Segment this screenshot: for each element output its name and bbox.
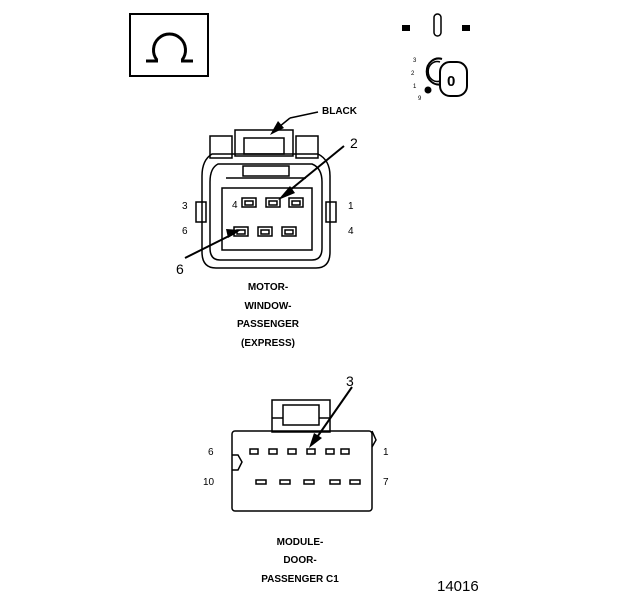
connector-right-ear [295,135,319,159]
key-position-9: 9 [418,96,422,102]
connector-latch [234,129,294,157]
module-connector-body [231,430,373,512]
ignition-switch-icon: 3 2 1 9 0 [402,13,470,102]
module-right-key [371,430,377,448]
figure-number: 14016 [437,578,479,595]
caption-line: DOOR- [283,555,316,566]
motor-connector-terminals [233,197,304,237]
caption-line: MOTOR- [248,282,288,293]
key-center-label: 0 [447,73,455,90]
callout-number-3: 3 [346,373,354,389]
module-door-connector [231,399,377,512]
motor-connector-caption: MOTOR- WINDOW- PASSENGER (EXPRESS) [237,282,300,349]
pin-label-6: 6 [208,447,214,458]
black-callout: BLACK [270,106,358,135]
connector-inner-shell [209,163,323,261]
pin-label-inner-4: 4 [232,200,238,211]
pin-label-10: 10 [203,477,215,488]
ignition-key-pointer-icon [424,86,432,94]
caption-line: (EXPRESS) [241,338,295,349]
pin-label-1: 1 [383,447,389,458]
module-connector-terminals [249,448,361,485]
connector-cavity-block [221,187,313,251]
pin-label-4: 4 [348,226,354,237]
key-position-3: 3 [413,58,417,64]
connector-top-rib [242,165,290,177]
connector-latch-window [243,137,285,155]
connector-right-lock [325,201,337,223]
ohmmeter-icon [129,13,209,77]
key-position-1: 1 [413,84,417,90]
caption-line: WINDOW- [244,301,291,312]
module-latch-window [282,404,320,426]
module-connector-latch [271,399,331,433]
caption-line: PASSENGER C1 [261,574,339,585]
motor-window-connector [195,129,337,269]
connector-outer-shell [201,153,331,269]
connector-left-lock [195,201,207,223]
pin-2-callout: 2 [278,135,358,200]
callout-number-2: 2 [350,135,358,151]
pin-3-callout: 3 [309,373,354,448]
connector-left-ear [209,135,233,159]
pin-label-7: 7 [383,477,389,488]
module-left-key [232,454,243,471]
pin-label-6: 6 [182,226,188,237]
caption-line: MODULE- [277,537,324,548]
pin-6-callout: 6 [176,229,241,277]
callout-number-6: 6 [176,261,184,277]
connector-color-label: BLACK [322,106,358,117]
pin-label-3: 3 [182,201,188,212]
caption-line: PASSENGER [237,319,300,330]
module-connector-caption: MODULE- DOOR- PASSENGER C1 [261,537,339,585]
pin-label-1: 1 [348,201,354,212]
key-position-2: 2 [411,71,415,77]
